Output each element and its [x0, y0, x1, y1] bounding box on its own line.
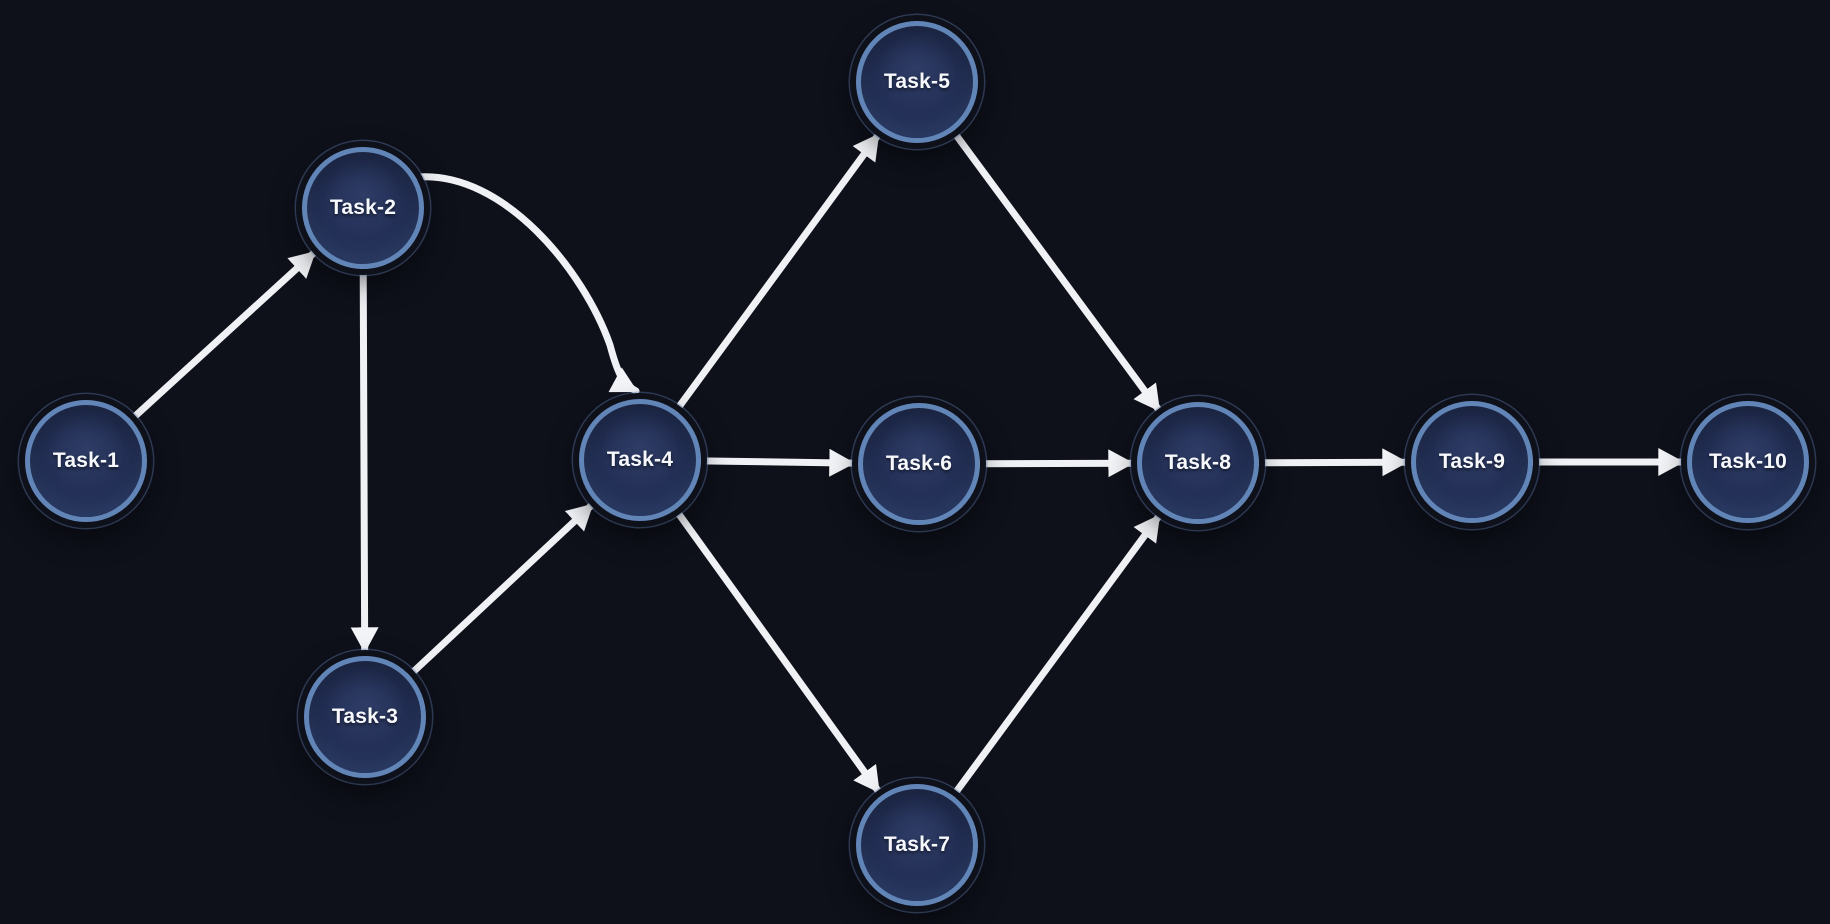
- task-10-label: Task-10: [1708, 450, 1788, 473]
- task-4-label: Task-4: [606, 448, 674, 471]
- edge-task-4-to-task-5: [672, 131, 882, 416]
- task-6-label: Task-6: [885, 452, 953, 475]
- edge-task-6-to-task-8: [975, 449, 1136, 478]
- task-1-label: Task-1: [52, 449, 120, 472]
- edge-task-3-to-task-4: [405, 501, 596, 680]
- edge-task-4-to-task-6: [696, 448, 857, 477]
- task-7-label: Task-7: [883, 833, 951, 856]
- task-node-task-1[interactable]: Task-1: [25, 400, 147, 522]
- task-node-task-8[interactable]: Task-8: [1137, 402, 1259, 524]
- task-9-label: Task-9: [1438, 450, 1506, 473]
- edge-task-4-to-task-7: [671, 505, 882, 795]
- edge-task-5-to-task-8: [949, 126, 1163, 414]
- task-node-task-6[interactable]: Task-6: [858, 403, 980, 525]
- task-node-task-9[interactable]: Task-9: [1411, 401, 1533, 523]
- edge-task-8-to-task-9: [1254, 448, 1410, 477]
- edge-task-2-to-task-3: [350, 264, 379, 655]
- task-2-label: Task-2: [329, 196, 397, 219]
- task-8-label: Task-8: [1164, 451, 1232, 474]
- task-5-label: Task-5: [883, 70, 951, 93]
- edge-task-2-to-task-4: [414, 173, 640, 395]
- task-node-task-7[interactable]: Task-7: [856, 784, 978, 906]
- task-3-label: Task-3: [331, 705, 399, 728]
- task-node-task-4[interactable]: Task-4: [579, 399, 701, 521]
- task-node-task-3[interactable]: Task-3: [304, 656, 426, 778]
- edge-task-7-to-task-8: [949, 512, 1163, 801]
- task-node-task-5[interactable]: Task-5: [856, 21, 978, 143]
- task-node-task-2[interactable]: Task-2: [302, 147, 424, 269]
- edge-task-1-to-task-2: [126, 249, 318, 424]
- task-node-task-10[interactable]: Task-10: [1687, 401, 1809, 523]
